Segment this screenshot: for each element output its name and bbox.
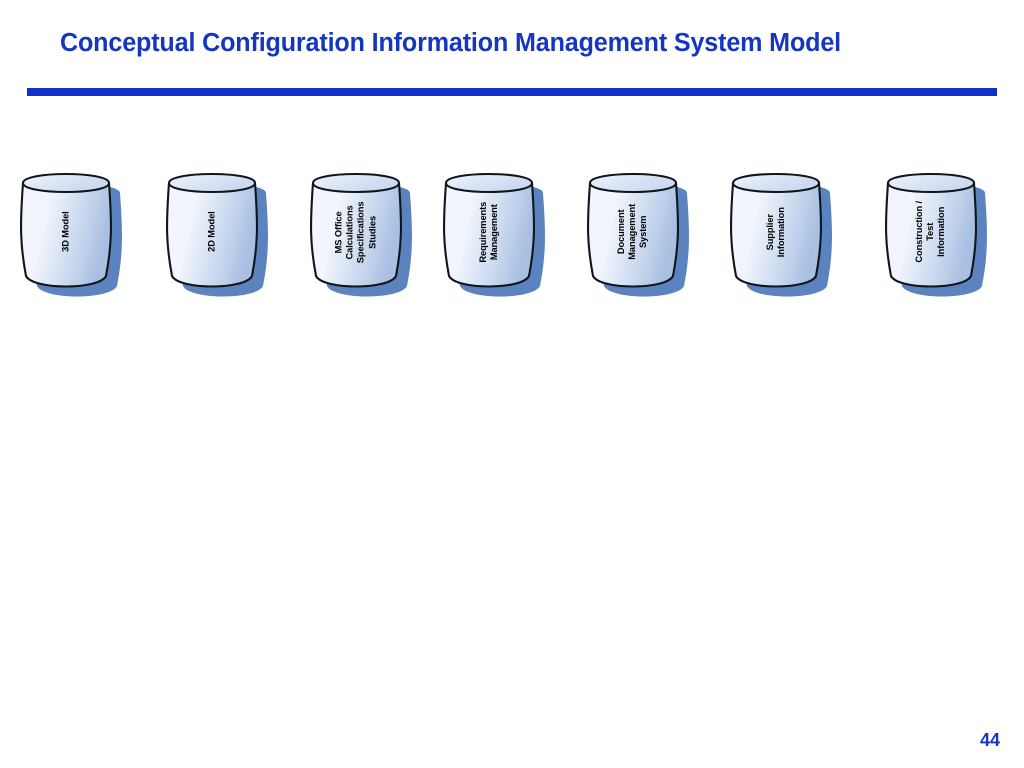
cylinder-shape (729, 173, 832, 297)
cylinder-shape (586, 173, 689, 297)
cylinder-shape (442, 173, 545, 297)
cylinder-3d-model[interactable]: 3D Model (19, 170, 126, 298)
cylinder-2d-model[interactable]: 2D Model (165, 170, 272, 298)
cylinder-shape (165, 173, 268, 297)
page-title: Conceptual Configuration Information Man… (60, 29, 841, 57)
title-divider-rule (27, 88, 997, 96)
page-number: 44 (979, 730, 1000, 750)
cylinder-shape (309, 173, 412, 297)
cylinder-shape (19, 173, 122, 297)
cylinder-shape (884, 173, 987, 297)
